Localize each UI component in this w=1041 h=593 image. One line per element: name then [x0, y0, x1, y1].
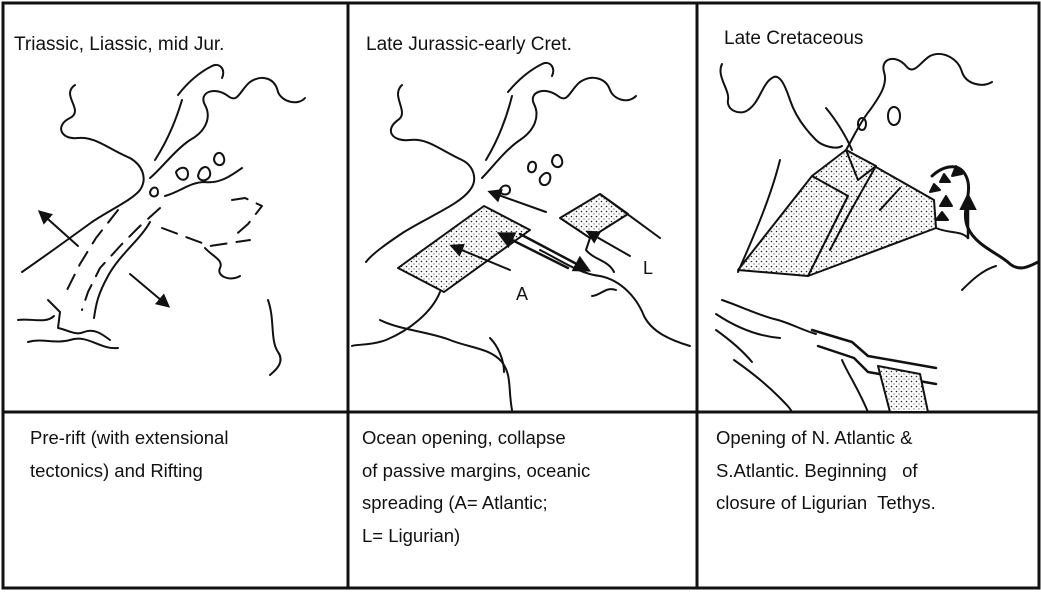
panel-3-title: Late Cretaceous: [724, 28, 864, 49]
caption-line: spreading (A= Atlantic;: [362, 492, 548, 513]
caption-line: L= Ligurian): [362, 524, 461, 546]
caption-line: Pre-rift (with extensional: [30, 427, 229, 448]
panel-3-caption: Opening of N. Atlantic & S.Atlantic. Beg…: [716, 422, 936, 520]
caption-line: Opening of N. Atlantic &: [716, 427, 913, 448]
map-panel-1: [17, 64, 306, 376]
caption-line: Ocean opening, collapse: [362, 427, 566, 448]
panel-1-title: Triassic, Liassic, mid Jur.: [14, 34, 225, 55]
label-atlantic: A: [516, 284, 529, 304]
map-panel-2: [351, 62, 691, 411]
map-panel-3: [715, 53, 1040, 413]
panel-1-caption: Pre-rift (with extensional tectonics) an…: [30, 422, 228, 487]
panel-2-title: Late Jurassic-early Cret.: [366, 34, 572, 55]
panel-2-caption: Ocean opening, collapse of passive margi…: [362, 422, 590, 552]
label-ligurian: L: [643, 258, 654, 278]
caption-line: S.Atlantic. Beginning of: [716, 459, 918, 481]
caption-line: tectonics) and Rifting: [30, 459, 203, 481]
caption-line: closure of Ligurian Tethys.: [716, 492, 936, 513]
caption-line: of passive margins, oceanic: [362, 459, 591, 481]
